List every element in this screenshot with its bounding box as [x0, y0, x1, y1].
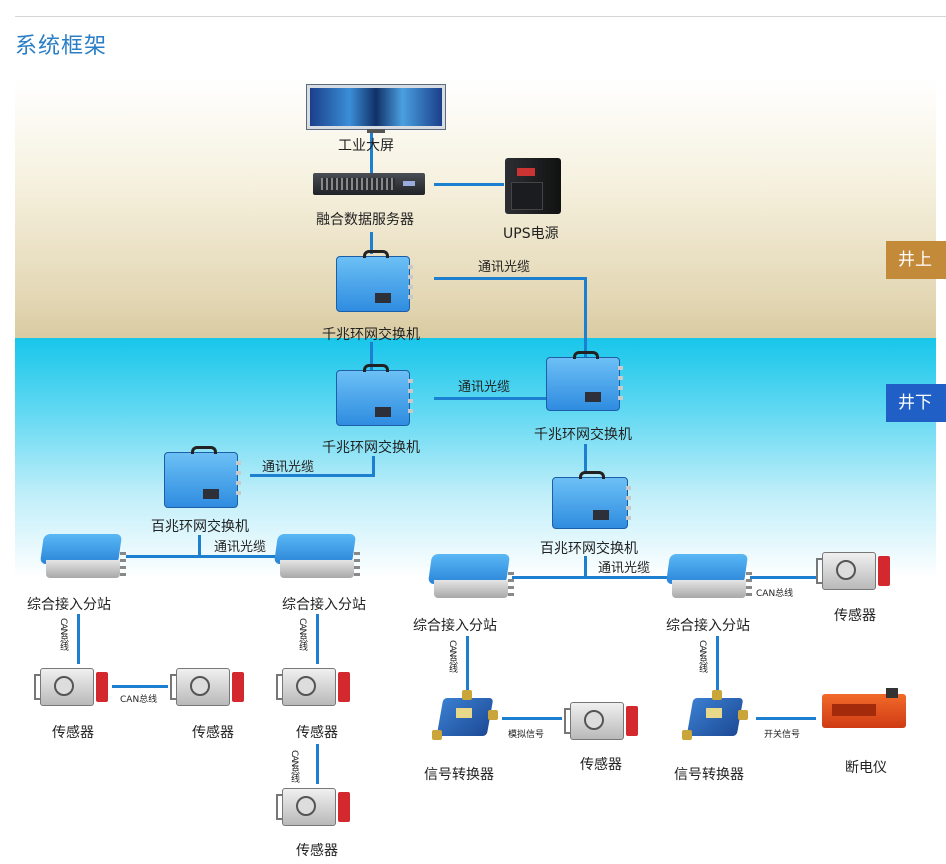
- top-divider: [15, 16, 946, 17]
- label-sensor-5: 传感器: [580, 757, 622, 773]
- sensor-3-icon: [276, 668, 352, 706]
- label-switch-right: 千兆环网交换机: [534, 427, 632, 443]
- link-station2-sensor3: [316, 614, 319, 664]
- link-sensor1-sensor2: [112, 685, 168, 688]
- power-off-device-icon: [822, 688, 906, 728]
- link-stations-left-h: [126, 555, 276, 558]
- sensor-6-icon: [816, 552, 892, 590]
- zone-tag-above-ground: 井上: [886, 241, 946, 279]
- label-fiber-stations-right: 通讯光缆: [598, 561, 651, 576]
- label-server: 融合数据服务器: [316, 212, 414, 228]
- link-switch-top-right-v: [584, 277, 587, 357]
- link-server-switch: [370, 232, 373, 254]
- gigabit-switch-mid-icon: [336, 364, 413, 426]
- industrial-screen-icon: [306, 84, 446, 133]
- label-switch-signal: 开关信号: [764, 730, 801, 740]
- sensor-4-icon: [276, 788, 352, 826]
- link-converter1-sensor5: [502, 717, 562, 720]
- label-station-1: 综合接入分站: [27, 597, 111, 613]
- zone-tag-underground: 井下: [886, 384, 946, 422]
- link-station4-sensor: [750, 576, 816, 579]
- ups-icon: [505, 158, 561, 214]
- link-switch-right-hundred: [584, 444, 587, 474]
- label-sensor-1: 传感器: [52, 725, 94, 741]
- link-switch-mid-hundred-v: [372, 456, 375, 476]
- access-station-2-icon: [273, 534, 360, 582]
- link-switch-mid-hundred-h: [250, 474, 375, 477]
- hundred-switch-right-icon: [552, 471, 631, 529]
- label-can-sensor1-2: CAN总线: [120, 695, 158, 705]
- label-ups: UPS电源: [503, 226, 559, 242]
- label-converter-1: 信号转换器: [424, 767, 494, 783]
- link-hundred-right-v: [584, 556, 587, 578]
- label-sensor-6: 传感器: [834, 608, 876, 624]
- underground-zone-background: [15, 338, 936, 578]
- access-station-1-icon: [39, 534, 126, 582]
- label-fiber-top: 通讯光缆: [478, 260, 531, 275]
- label-can-station1: CAN总线: [58, 618, 68, 651]
- label-can-station4-sensor: CAN总线: [756, 589, 794, 599]
- link-switch-top-right-h: [434, 277, 586, 280]
- page-title: 系统框架: [15, 34, 108, 59]
- link-sensor3-sensor4: [316, 744, 319, 784]
- label-sensor-2: 传感器: [192, 725, 234, 741]
- label-can-sensor3-4: CAN总线: [289, 750, 299, 783]
- surface-zone-background: [15, 78, 936, 338]
- gigabit-switch-right-icon: [546, 351, 623, 411]
- sensor-5-icon: [564, 702, 640, 740]
- label-can-station2: CAN总线: [297, 618, 307, 651]
- label-analog-signal: 模拟信号: [508, 730, 545, 740]
- label-sensor-4: 传感器: [296, 843, 338, 859]
- label-breaker: 断电仪: [845, 760, 887, 776]
- label-fiber-hundred-left: 通讯光缆: [262, 460, 315, 475]
- label-fiber-mid: 通讯光缆: [458, 380, 511, 395]
- link-server-ups: [434, 183, 504, 186]
- link-switch-top-mid: [370, 342, 373, 370]
- gigabit-switch-top-icon: [336, 250, 413, 312]
- link-station4-converter2: [716, 636, 719, 690]
- link-stations-right-h: [512, 576, 668, 579]
- access-station-4-icon: [665, 554, 752, 602]
- label-fiber-stations-left: 通讯光缆: [214, 540, 267, 555]
- label-can-station3: CAN总线: [447, 640, 457, 673]
- data-server-icon: [313, 173, 425, 195]
- label-can-station4: CAN总线: [697, 640, 707, 673]
- sensor-1-icon: [34, 668, 110, 706]
- label-station-2: 综合接入分站: [282, 597, 366, 613]
- link-station3-converter1: [466, 636, 469, 690]
- access-station-3-icon: [427, 554, 514, 602]
- link-converter2-breaker: [756, 717, 816, 720]
- signal-converter-1-icon: [432, 690, 498, 740]
- label-switch-mid: 千兆环网交换机: [322, 440, 420, 456]
- label-station-4: 综合接入分站: [666, 618, 750, 634]
- link-hundred-left-stations-v: [198, 535, 201, 557]
- label-hundred-left: 百兆环网交换机: [151, 519, 249, 535]
- label-sensor-3: 传感器: [296, 725, 338, 741]
- label-converter-2: 信号转换器: [674, 767, 744, 783]
- link-station1-sensor1: [77, 614, 80, 664]
- sensor-2-icon: [170, 668, 246, 706]
- signal-converter-2-icon: [682, 690, 748, 740]
- label-hundred-right: 百兆环网交换机: [540, 541, 638, 557]
- label-screen: 工业大屏: [338, 138, 394, 154]
- link-screen-server: [370, 130, 373, 173]
- label-switch-top: 千兆环网交换机: [322, 327, 420, 343]
- hundred-switch-left-icon: [164, 446, 241, 508]
- label-station-3: 综合接入分站: [413, 618, 497, 634]
- link-switch-mid-right: [434, 397, 546, 400]
